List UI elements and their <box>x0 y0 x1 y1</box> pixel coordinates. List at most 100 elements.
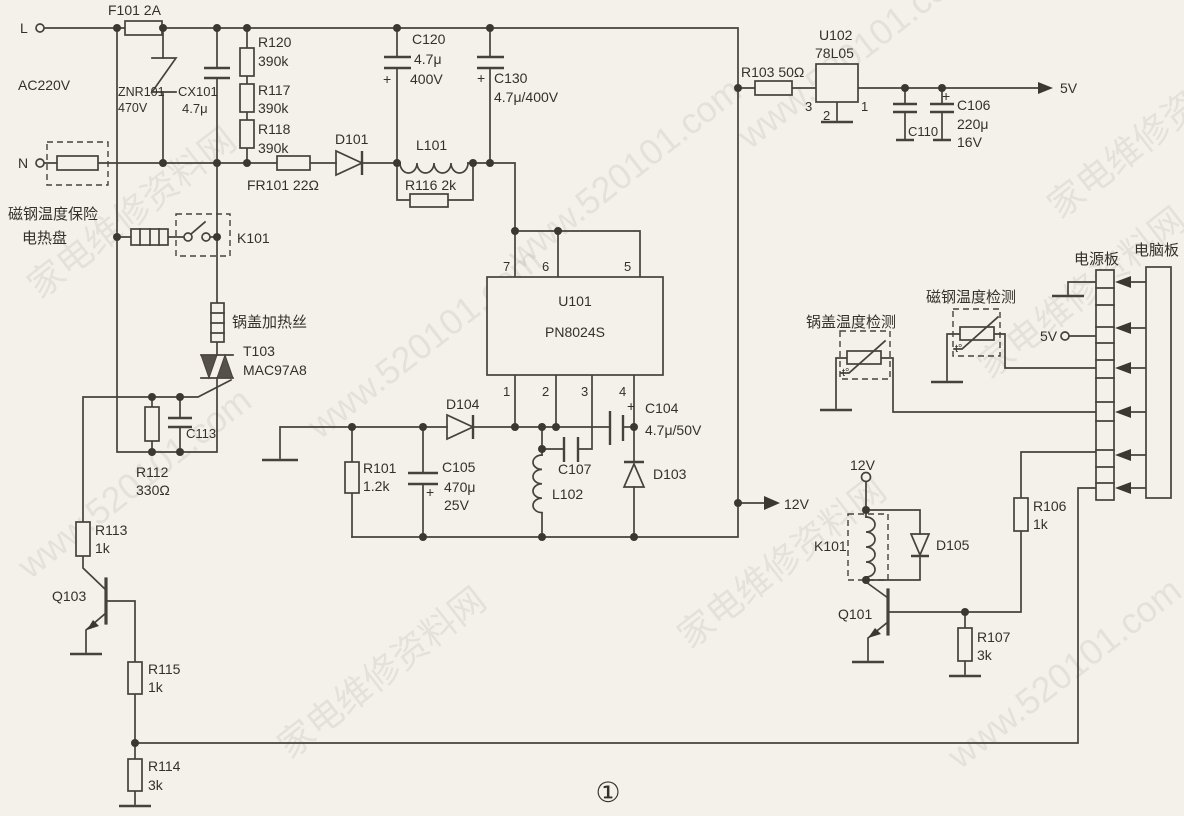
magnet-temp-label: 磁钢温度检测 <box>926 289 1016 306</box>
q103-label: Q103 <box>52 588 86 604</box>
watermark-layer: 家电维修资料网 www.520101.com www.520101.com 家电… <box>9 0 1184 777</box>
connector-arrow-icon <box>1115 322 1131 334</box>
five-v-conn-label: 5V <box>1040 328 1058 344</box>
znr101-label: ZNR101 <box>118 85 165 99</box>
r120-value: 390k <box>258 53 289 69</box>
capacitor-c106-symbol <box>930 102 954 142</box>
znr101-value: 470V <box>118 101 148 115</box>
watermark-text: 家电维修资料网 <box>1040 39 1184 226</box>
u101-pin-1: 1 <box>503 384 510 399</box>
r114-label: R114 <box>148 758 181 774</box>
thermal-fuse-label: 磁钢温度保险 <box>8 206 98 223</box>
c120-voltage: 400V <box>410 71 443 87</box>
c106-voltage: 16V <box>957 134 983 150</box>
resistor-r107-symbol <box>957 627 973 662</box>
watermark-text: www.520101.com <box>939 569 1184 777</box>
u101-pin-4: 4 <box>619 384 626 399</box>
resistor-r106-symbol <box>1013 497 1029 532</box>
c107-label: C107 <box>558 461 592 477</box>
u101-pin-7: 7 <box>503 259 510 274</box>
r118-value: 390k <box>258 140 289 156</box>
resistor-r117-symbol <box>239 83 255 113</box>
heater-plate-symbol <box>130 228 169 246</box>
signal-arrows <box>764 82 1131 510</box>
lid-heater-symbol <box>210 302 225 343</box>
power-board-connector <box>1095 269 1115 501</box>
resistor-r115-symbol <box>127 661 143 695</box>
resistor-r114-symbol <box>127 758 143 792</box>
d103-label: D103 <box>653 466 687 482</box>
resistor-r113-symbol <box>75 521 91 557</box>
neutral-terminal <box>35 158 45 168</box>
capacitor-c105-symbol <box>408 471 438 486</box>
live-label: L <box>20 20 28 36</box>
triac-t103-symbol <box>200 353 234 380</box>
twelve-v-relay-label: 12V <box>850 457 876 473</box>
c104-label: C104 <box>645 400 679 416</box>
ic-u101-box <box>486 276 664 376</box>
twelve-v-arrow-icon <box>764 496 780 510</box>
c130-value: 4.7μ/400V <box>494 89 559 105</box>
c120-plus: + <box>383 71 391 87</box>
capacitor-c130-symbol <box>477 55 504 70</box>
five-v-terminal <box>1060 331 1070 341</box>
fr101-label: FR101 22Ω <box>247 177 319 193</box>
r115-label: R115 <box>148 661 181 677</box>
capacitor-c113-symbol <box>168 416 192 429</box>
ground-symbols <box>70 120 1084 808</box>
capacitor-cx101-symbol <box>204 66 230 80</box>
r103-label: R103 50Ω <box>741 64 804 80</box>
u102-pin-2: 2 <box>823 108 830 123</box>
capacitor-c104-symbol <box>608 411 625 445</box>
r101-label: R101 <box>363 460 397 476</box>
capacitor-c107-symbol <box>562 437 580 462</box>
ac-voltage-label: AC220V <box>18 77 71 93</box>
watermark-text: 家电维修资料网 <box>670 469 894 656</box>
r112-value: 330Ω <box>136 482 170 498</box>
c105-value: 470μ <box>444 479 475 495</box>
cx101-value: 4.7μ <box>182 101 208 116</box>
d105-label: D105 <box>936 537 970 553</box>
r106-value: 1k <box>1033 516 1049 532</box>
resistor-fr101-symbol <box>276 155 311 171</box>
connector-arrow-icon <box>1115 449 1131 461</box>
c105-voltage: 25V <box>444 497 470 513</box>
r115-value: 1k <box>148 679 164 695</box>
twelve-v-out-label: 12V <box>784 496 810 512</box>
u101-part: PN8024S <box>545 324 605 340</box>
lid-heater-label: 锅盖加热丝 <box>232 314 307 331</box>
resistor-r118-symbol <box>239 119 255 149</box>
junction-dots <box>113 24 969 747</box>
fuse-f101-symbol <box>124 20 163 36</box>
d101-label: D101 <box>335 131 369 147</box>
connector-arrow-icon <box>1115 276 1131 288</box>
l101-label: L101 <box>416 137 447 153</box>
r117-value: 390k <box>258 100 289 116</box>
r114-value: 3k <box>148 777 164 793</box>
u101-pin-2: 2 <box>542 384 549 399</box>
r107-label: R107 <box>977 629 1011 645</box>
lid-temp-label: 锅盖温度检测 <box>806 314 896 331</box>
diode-d101-symbol <box>335 149 365 177</box>
c106-label: C106 <box>957 97 991 113</box>
watermark-text: www.520101.com <box>9 379 259 587</box>
t103-part: MAC97A8 <box>243 362 307 378</box>
resistor-r101-symbol <box>344 461 360 494</box>
live-terminal <box>35 23 45 33</box>
u101-label: U101 <box>558 293 592 309</box>
magnet-thermistor-t: t° <box>955 343 962 355</box>
r106-label: R106 <box>1033 498 1067 514</box>
ic-u102-box <box>815 63 859 103</box>
l102-label: L102 <box>552 486 583 502</box>
r112-label: R112 <box>136 464 169 480</box>
connector-arrow-icon <box>1115 362 1131 374</box>
u102-label: U102 <box>819 27 853 43</box>
r118-label: R118 <box>258 121 291 137</box>
resistor-r120-symbol <box>239 47 255 77</box>
heat-plate-label: 电热盘 <box>22 229 67 247</box>
thermal-fuse-symbol <box>46 141 109 186</box>
c113-label: C113 <box>186 426 216 441</box>
twelve-v-terminal <box>860 471 872 483</box>
c106-plus: + <box>942 88 950 104</box>
figure-number: ① <box>595 777 620 808</box>
